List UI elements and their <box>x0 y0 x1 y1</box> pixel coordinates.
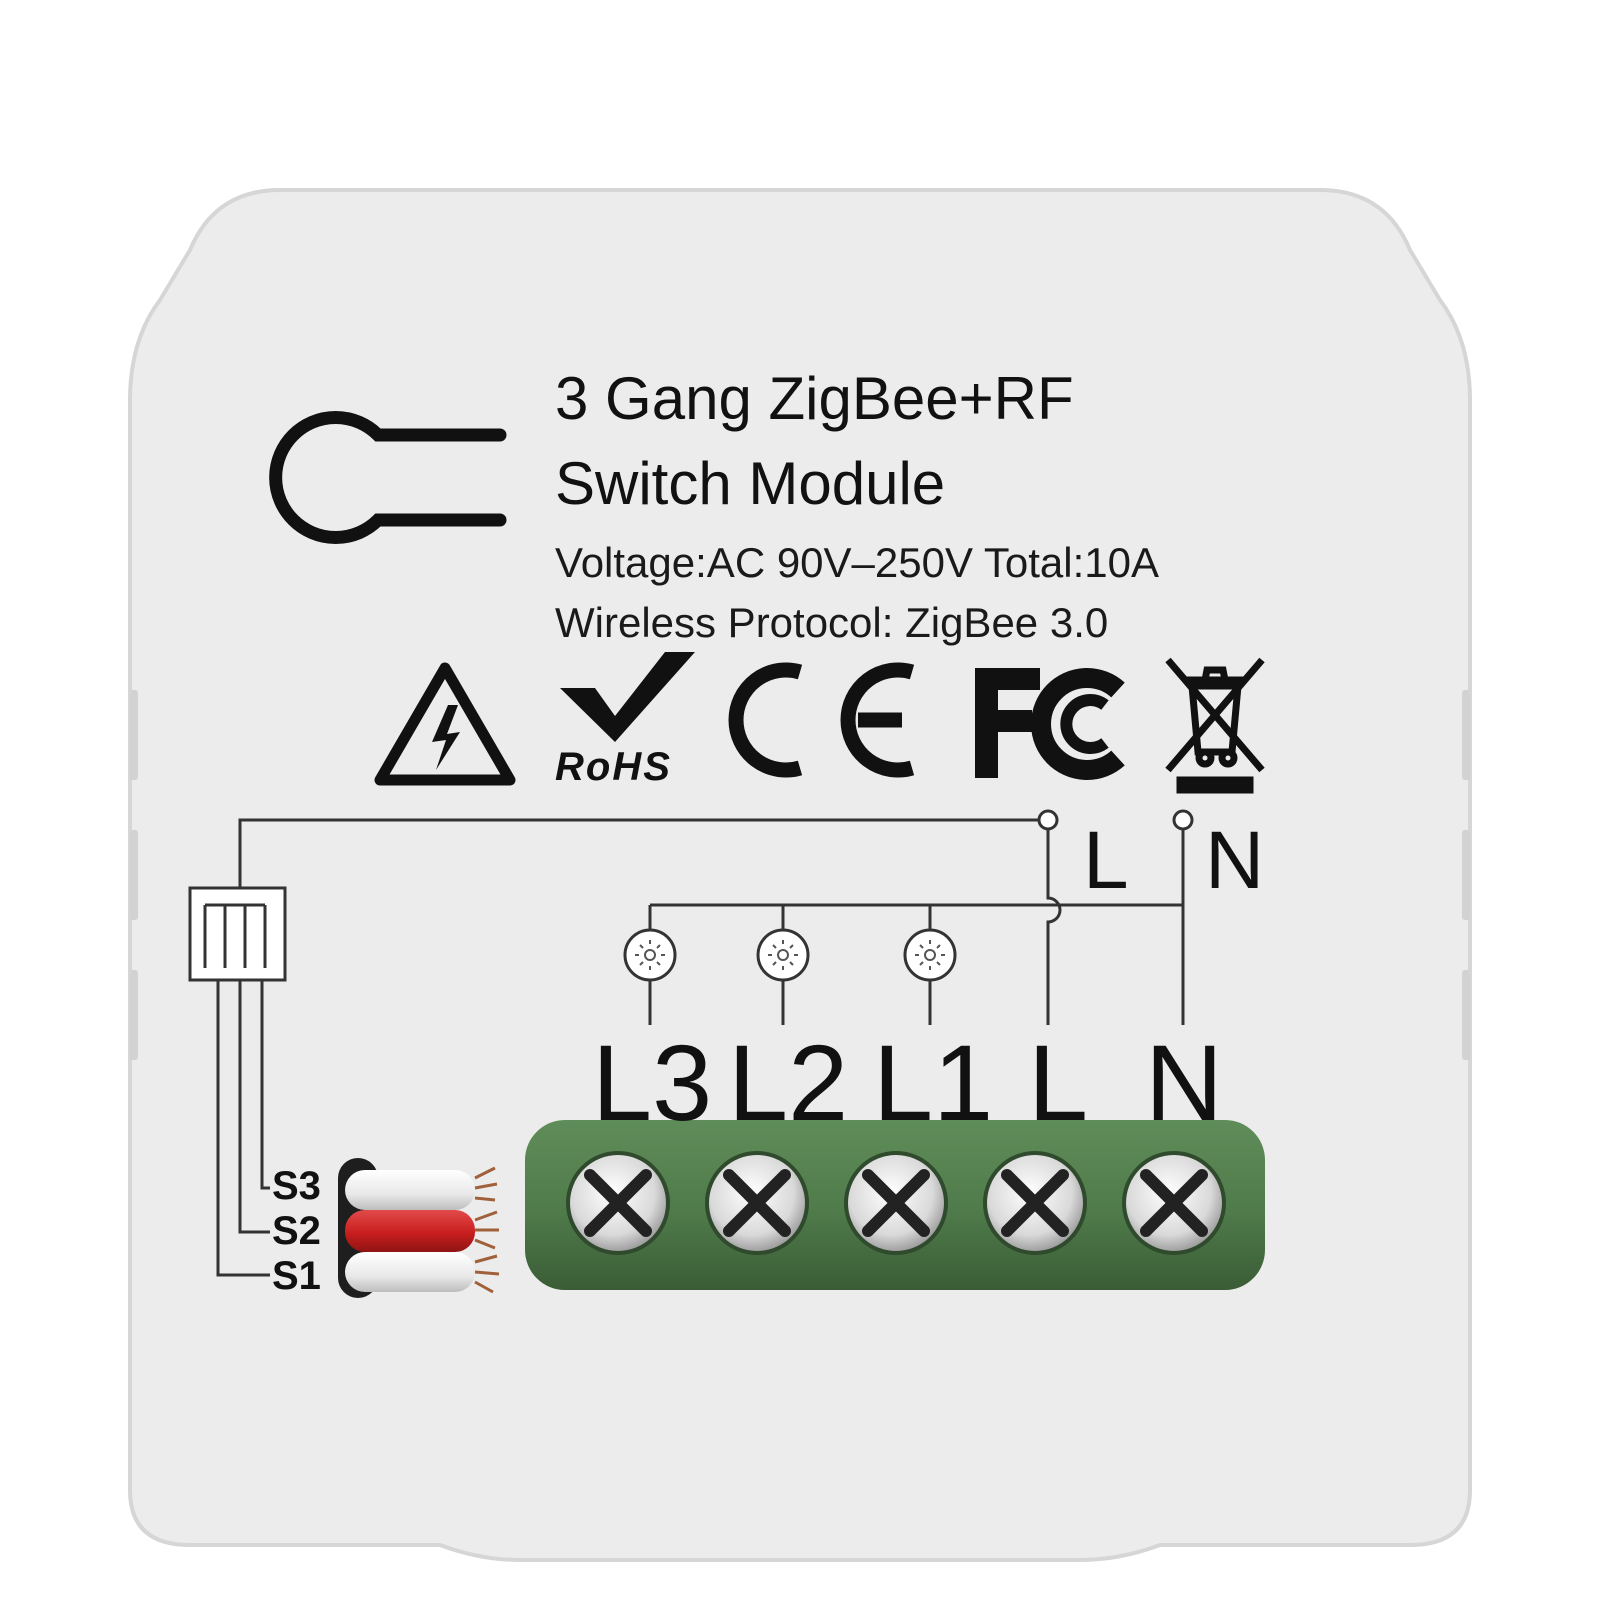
rohs-label: RoHS <box>555 745 672 789</box>
terminal-screw-l1 <box>844 1151 948 1255</box>
lamp-rays <box>635 940 945 970</box>
button-symbol-icon <box>269 411 507 544</box>
protocol-spec: Wireless Protocol: ZigBee 3.0 <box>555 599 1109 646</box>
side-vents <box>130 690 1470 1060</box>
ce-mark-icon <box>728 662 915 778</box>
lamp-l2-icon <box>756 928 810 982</box>
lamp-l3-icon <box>623 928 677 982</box>
high-voltage-warning-icon <box>374 662 516 786</box>
terminal-screw-l <box>983 1151 1087 1255</box>
switch-input-s3: S3 <box>272 1164 321 1208</box>
rohs-check-icon <box>560 652 695 742</box>
terminal-screw-l3 <box>566 1151 670 1255</box>
terminal-screw-l2 <box>705 1151 809 1255</box>
terminal-block <box>525 1120 1265 1290</box>
lamp-l1-icon <box>903 928 957 982</box>
terminal-label-l1: L1 <box>873 1022 994 1143</box>
product-title-line1: 3 Gang ZigBee+RF <box>555 365 1074 432</box>
switch-input-s2: S2 <box>272 1209 321 1253</box>
terminal-screws <box>566 1151 1226 1255</box>
product-title-line2: Switch Module <box>555 450 946 517</box>
wire-s3 <box>345 1170 475 1210</box>
switch-input-s1: S1 <box>272 1254 321 1298</box>
wiring-diagram <box>188 809 1194 1277</box>
weee-bin-icon <box>1165 657 1265 794</box>
terminal-label-l: L <box>1028 1022 1089 1143</box>
supply-neutral-label: N <box>1205 815 1265 906</box>
voltage-spec: Voltage:AC 90V–250V Total:10A <box>555 539 1160 586</box>
terminal-label-l2: L2 <box>728 1022 849 1143</box>
wire-s1 <box>345 1252 475 1292</box>
terminal-label-n: N <box>1145 1022 1223 1143</box>
terminal-screw-n <box>1122 1151 1226 1255</box>
switch-wire-bundle <box>338 1158 500 1298</box>
wire-s2 <box>345 1210 475 1252</box>
fcc-mark-icon <box>975 668 1125 780</box>
supply-live-label: L <box>1083 815 1129 906</box>
terminal-label-l3: L3 <box>592 1022 713 1143</box>
